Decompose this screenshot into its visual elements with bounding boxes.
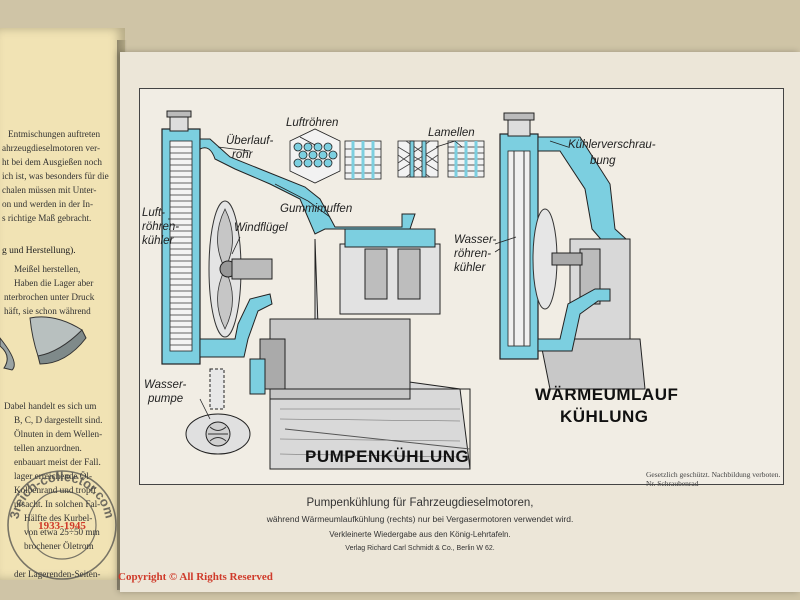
watermark-years: 1933-1945 [38, 520, 86, 532]
caption-line-1: Pumpenkühlung für Fahrzeugdieselmotoren, [306, 497, 534, 509]
engine-cooling-diagram [161, 110, 646, 470]
radiator-right [499, 112, 539, 360]
left-page: Entmischungen auftreten ahrzeugdieselmot… [0, 28, 125, 580]
label-wasserrohrenkuhler-3: kühler [454, 262, 486, 274]
left-text-line: ht bei dem Ausgießen noch [2, 157, 103, 167]
watermark-ring-text: 3reich-collector.com [6, 469, 117, 520]
left-text-line: Kolbenrand und tropft [14, 485, 97, 495]
caption-line-3: Verkleinerte Wiedergabe aus den König-Le… [329, 530, 511, 539]
title-warmeumlauf: WÄRMEUMLAUF [535, 385, 679, 404]
title-kuhlung: KÜHLUNG [560, 407, 649, 426]
label-windflugel: Windflügel [234, 222, 288, 234]
water-pump [185, 368, 251, 455]
label-luftrohrenkuhler-3: kühler [142, 235, 174, 247]
label-luftrohrenkuhler-1: Luft- [142, 207, 166, 219]
label-kuhlerverschraubung-2: bung [590, 155, 616, 167]
left-text-line: Meißel herstellen, [14, 264, 81, 274]
left-text-line: brochener Öletrom [24, 541, 94, 551]
left-text-line: chalen müssen mit Unter- [2, 185, 97, 195]
label-luftrohren: Luftröhren [286, 117, 339, 129]
left-text-line: Hälfte des Kurbel- [24, 513, 93, 523]
label-uberlaufrohr-2: rohr [232, 149, 253, 161]
left-text-line: nterbrochen unter Druck [4, 292, 95, 302]
label-gummimuffen: Gummimuffen [280, 203, 353, 215]
left-text-line: on und werden in der In- [2, 199, 94, 209]
left-text-line: Entmischungen auftreten [8, 129, 101, 139]
engine-block-left [249, 228, 471, 470]
label-uberlaufrohr-1: Überlauf- [226, 135, 274, 147]
left-text-line: ahrzeugdieselmotoren ver- [2, 143, 101, 153]
left-text-line: B, C, D dargestellt sind. [14, 415, 103, 425]
left-heading: g und Herstellung). [2, 246, 76, 256]
caption-line-4: Verlag Richard Carl Schmidt & Co., Berli… [345, 545, 495, 552]
copyright-text: Copyright © All Rights Reserved [118, 571, 273, 583]
left-text-line: der Lagerenden-Seiten- [14, 569, 101, 579]
label-kuhlerverschraubung-1: Kühlerverschrau- [568, 139, 656, 151]
plate-copyright-note: Gesetzlich geschützt. Nachbildung verbot… [646, 470, 781, 488]
label-wasserrohrenkuhler-1: Wasser- [454, 234, 497, 246]
tube-detail-diagrams [289, 128, 485, 184]
fan [208, 200, 273, 338]
label-wasserpumpe-2: pumpe [148, 393, 184, 405]
left-text-line: ich ist, was besonders für die [2, 171, 109, 181]
left-text-line: enbauart meist der Fall. [14, 457, 101, 467]
left-text-line: s richtige Maß gebracht. [2, 213, 92, 223]
left-text-line: Haben die Lager aber [14, 278, 94, 288]
title-pumpenkuhlung: PUMPENKÜHLUNG [305, 447, 470, 466]
label-luftrohrenkuhler-2: röhren- [142, 221, 180, 233]
bearing-shell-drawing [0, 316, 87, 371]
left-text-line: Ölnuten in dem Wellen- [14, 429, 103, 439]
left-text-line: lager erreichende Öl- [14, 471, 93, 481]
left-text-line: von etwa 25÷50 mm [24, 527, 100, 537]
caption-line-2: während Wärmeumlaufkühlung (rechts) nur … [266, 514, 574, 524]
left-text-line: Dabel handelt es sich um [4, 401, 97, 411]
illustration-plate: Luftröhren Lamellen Überlauf- rohr Gummi… [139, 88, 784, 488]
left-text-line: häft, sie schon während [4, 306, 91, 316]
watermark-stamp: 3reich-collector.com 1933-1945 [6, 469, 118, 580]
label-lamellen: Lamellen [428, 127, 475, 139]
label-wasserpumpe-1: Wasser- [144, 379, 187, 391]
label-wasserrohrenkuhler-2: röhren- [454, 248, 492, 260]
radiator-left [161, 110, 201, 365]
left-text-line: ursacht. In solchen Fal- [14, 499, 101, 509]
left-text-line: tellen anzuordnen. [14, 443, 82, 453]
